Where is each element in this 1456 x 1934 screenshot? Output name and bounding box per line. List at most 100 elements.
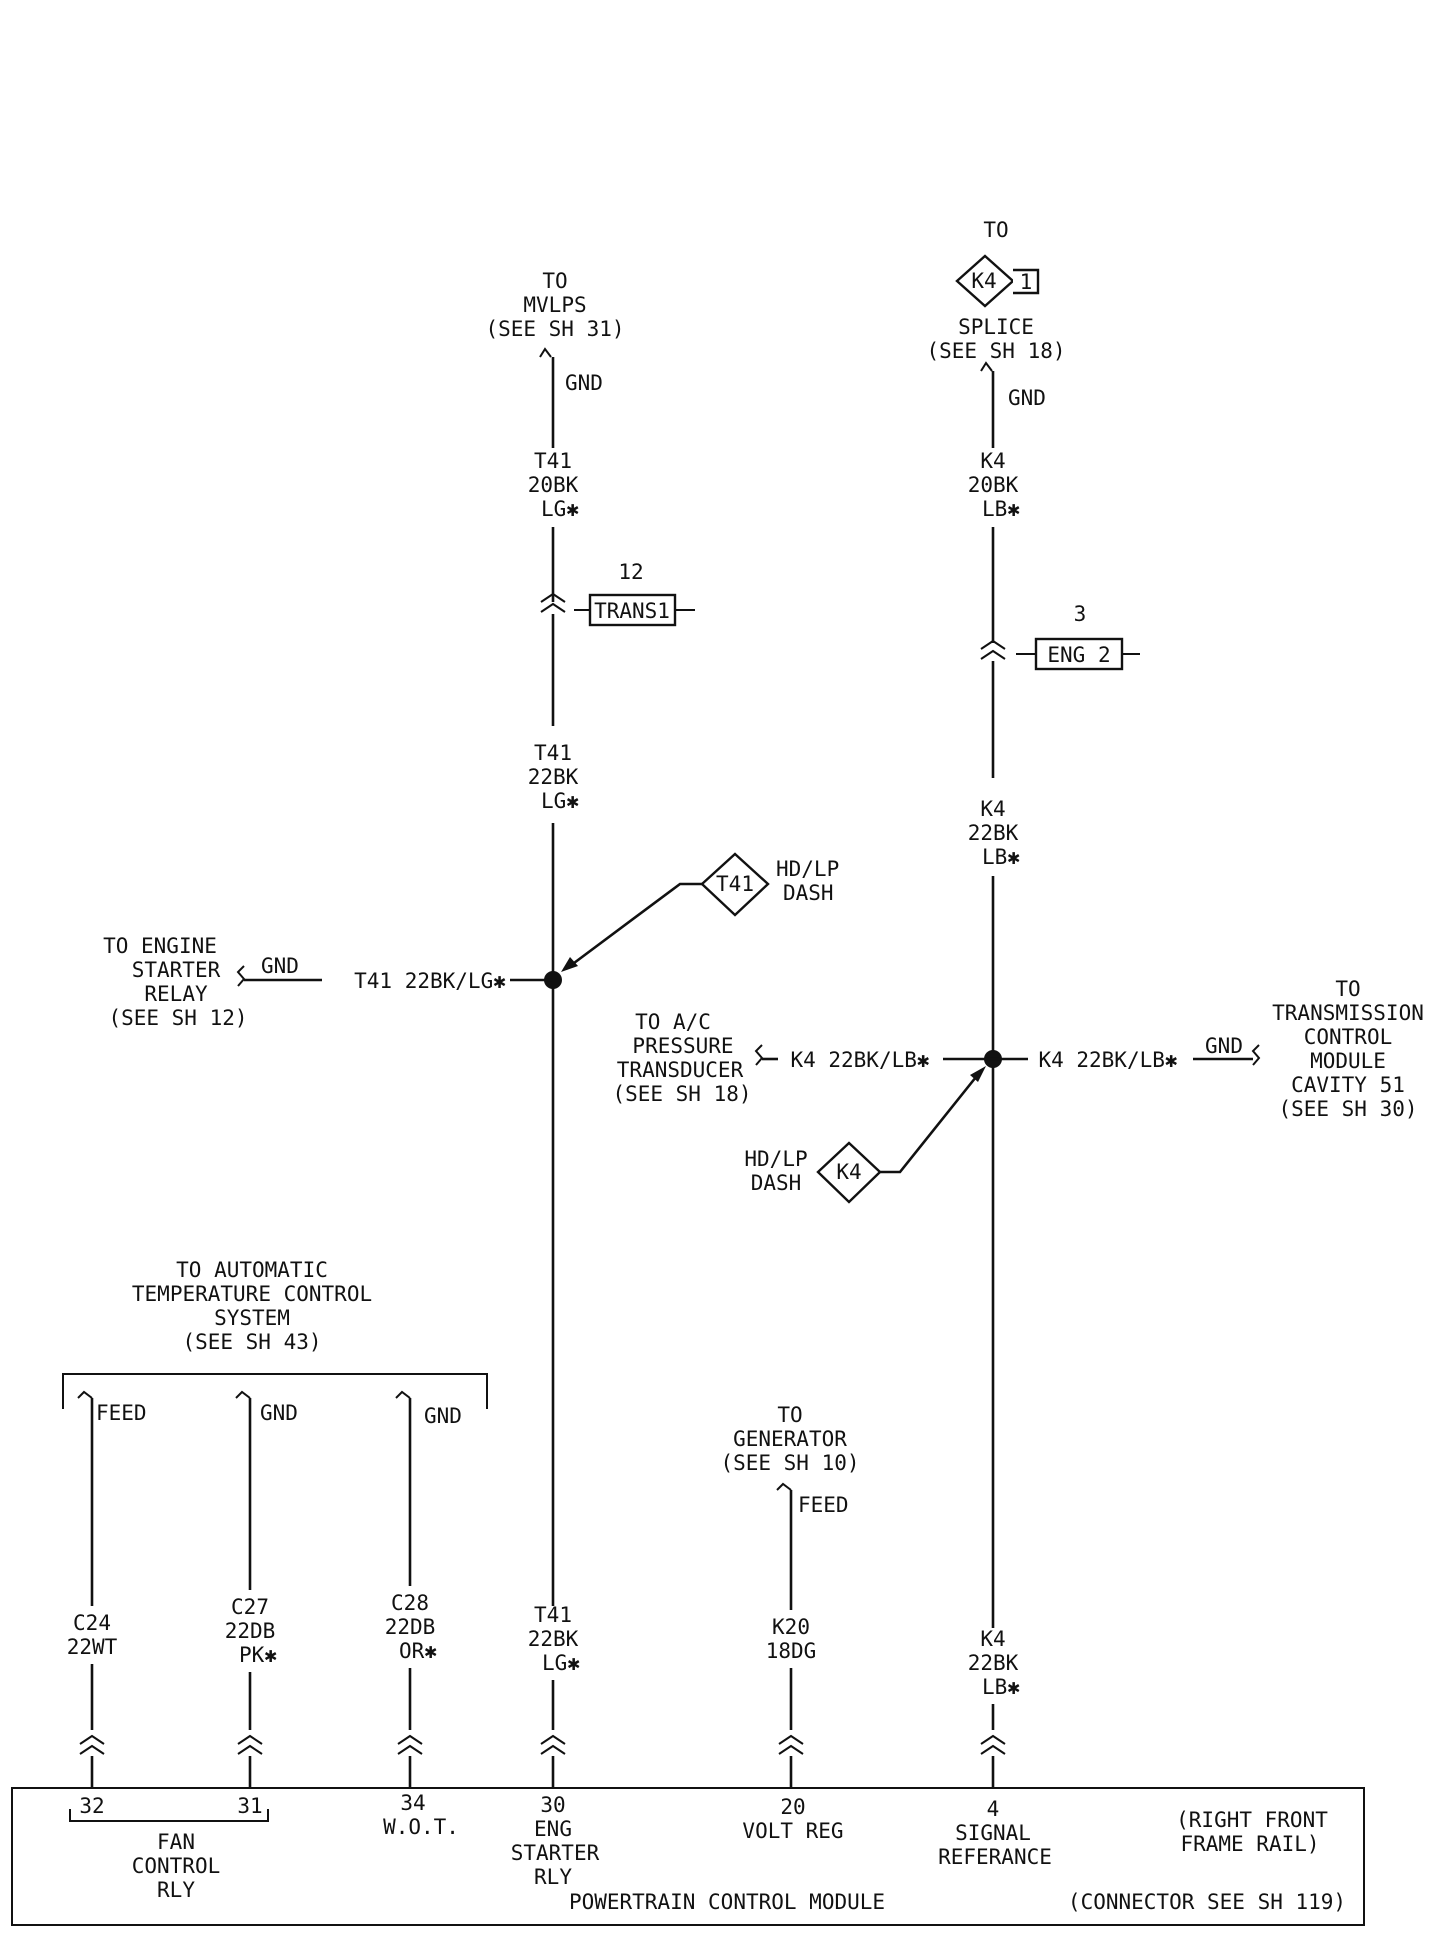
t41-middle-id: T41 [534,741,572,765]
ac-terminal [754,1044,764,1066]
atc-dest-line-1: TO AUTOMATIC [176,1258,328,1282]
t41-dash-link-wire [565,882,702,971]
k4-dest-to: TO [983,218,1008,242]
t41-upper-tracer: LG✱ [541,497,579,521]
pcm-name: POWERTRAIN CONTROL MODULE [569,1890,885,1914]
t41-dest-line-2: MVLPS [523,293,586,317]
tcm-dest-line-2: TRANSMISSION [1272,1001,1424,1025]
starter-dest-line-2: STARTER [132,958,221,982]
eng-starter-line-3: RLY [534,1865,572,1889]
c24-id: C24 [73,1611,111,1635]
t41-dest-line-3: (SEE SH 31) [485,317,624,341]
ac-branch-wire-label: K4 22BK/LB✱ [790,1048,929,1072]
k4-upper-gauge: 20BK [968,473,1019,497]
pcm-connector-31-symbol [237,1734,263,1755]
starter-dest-line-4: (SEE SH 12) [108,1006,247,1030]
t41-lower-tracer: LG✱ [542,1651,580,1675]
c28-term-label: GND [424,1404,462,1428]
fan-relay-bracket [69,1809,269,1822]
trans1-connector-number: 12 [618,560,643,584]
pcm-connector-30-symbol [540,1734,566,1755]
pcm-pin-31: 31 [237,1794,262,1818]
fan-relay-line-1: FAN [157,1830,195,1854]
k4-middle-gauge: 22BK [968,821,1019,845]
t41-lower-gauge: 22BK [528,1627,579,1651]
k4-ac-branch: TO A/C PRESSURE TRANSDUCER (SEE SH 18) K… [612,1010,993,1106]
eng2-connector-name: ENG 2 [1047,643,1110,667]
generator-circuit: TO GENERATOR (SEE SH 10) FEED K20 18DG [720,1403,860,1788]
t41-dest-terminal [539,347,552,358]
t41-dash-link-arrow [561,957,578,972]
ac-dest-line-3: TRANSDUCER [617,1058,744,1082]
c27-gauge: 22DB [225,1619,276,1643]
ac-dest-line-2: PRESSURE [632,1034,733,1058]
ac-dest-line-1: TO A/C [635,1010,711,1034]
t41-dash-diamond [700,852,770,917]
t41-hd-lp-dash: T41 HD/LP DASH [561,852,839,972]
t41-dest-line-1: TO [542,269,567,293]
pcm-outline [11,1787,1365,1926]
tcm-dest-line-1: TO [1335,977,1360,1001]
starter-dest-line-1: TO ENGINE [103,934,217,958]
t41-upper-id: T41 [534,449,572,473]
t41-dash-diamond-label: T41 [716,872,754,896]
k4-upper-tracer: LB✱ [982,497,1020,521]
pcm-pin-32: 32 [79,1794,104,1818]
k4-lower-id: K4 [980,1627,1005,1651]
t41-middle-gauge: 22BK [528,765,579,789]
atc-dest-line-4: (SEE SH 43) [182,1330,321,1354]
tcm-dest-line-5: CAVITY 51 [1291,1073,1405,1097]
atc-group: TO AUTOMATIC TEMPERATURE CONTROL SYSTEM … [62,1258,488,1788]
pcm-location-line-1: (RIGHT FRONT [1176,1808,1328,1832]
pcm-pin-20: 20 [780,1795,805,1819]
fan-relay-line-2: CONTROL [132,1854,221,1878]
generator-dest-line-3: (SEE SH 10) [720,1451,859,1475]
c27-term-label: GND [260,1401,298,1425]
eng2-connector-number: 3 [1074,602,1087,626]
t41-upper-gauge: 20BK [528,473,579,497]
t41-lower-id: T41 [534,1603,572,1627]
pcm-connector-4-symbol [980,1734,1006,1755]
k4-circuit: TO K4 1 SPLICE (SEE SH 18) GND K4 20BK L… [926,218,1140,1788]
k4-upper-id: K4 [980,449,1005,473]
k4-dest-line-1: SPLICE [958,315,1034,339]
c28-gauge: 22DB [385,1615,436,1639]
pcm-pin-34: 34 [400,1791,425,1815]
generator-dest-line-1: TO [777,1403,802,1427]
c24-terminal [77,1390,93,1399]
tcm-dest-line-3: CONTROL [1304,1025,1393,1049]
k20-gauge: 18DG [766,1639,817,1663]
signal-ref-line-1: SIGNAL [955,1821,1031,1845]
pcm-connector-32-symbol [79,1734,105,1755]
k4-hd-lp-dash: HD/LP DASH K4 [744,1066,986,1204]
k4-dest-splice-box [1013,268,1040,295]
pcm-connector-34-symbol [397,1734,423,1755]
pcm-volt-reg: VOLT REG [742,1819,843,1843]
ac-dest-line-4: (SEE SH 18) [612,1082,751,1106]
eng-starter-line-2: STARTER [511,1841,600,1865]
generator-terminal [776,1482,792,1491]
pcm-connector-ref: (CONNECTOR SEE SH 119) [1068,1890,1346,1914]
eng-starter-line-1: ENG [534,1817,572,1841]
fan-relay-line-3: RLY [157,1878,195,1902]
atc-dest-line-3: SYSTEM [214,1306,290,1330]
c27-terminal [235,1390,251,1399]
signal-ref-line-2: REFERANCE [938,1845,1052,1869]
c28-id: C28 [391,1591,429,1615]
starter-terminal [236,965,246,987]
c24-term-label: FEED [96,1401,147,1425]
c24-gauge: 22WT [67,1635,118,1659]
k4-dest-terminal [980,361,993,372]
c28-terminal [395,1390,411,1399]
starter-term-label: GND [261,954,299,978]
pcm-location-line-2: FRAME RAIL) [1180,1832,1319,1856]
trans1-connector-name: TRANS1 [594,599,670,623]
k20-id: K20 [772,1615,810,1639]
t41-dest-term-label: GND [565,371,603,395]
tcm-branch-wire-label: K4 22BK/LB✱ [1038,1048,1177,1072]
k4-lower-tracer: LB✱ [982,1675,1020,1699]
generator-dest-line-2: GENERATOR [733,1427,847,1451]
k4-dest-splice-num: 1 [1020,270,1033,294]
t41-circuit: TO MVLPS (SEE SH 31) GND T41 20BK LG✱ 12… [485,269,695,1788]
